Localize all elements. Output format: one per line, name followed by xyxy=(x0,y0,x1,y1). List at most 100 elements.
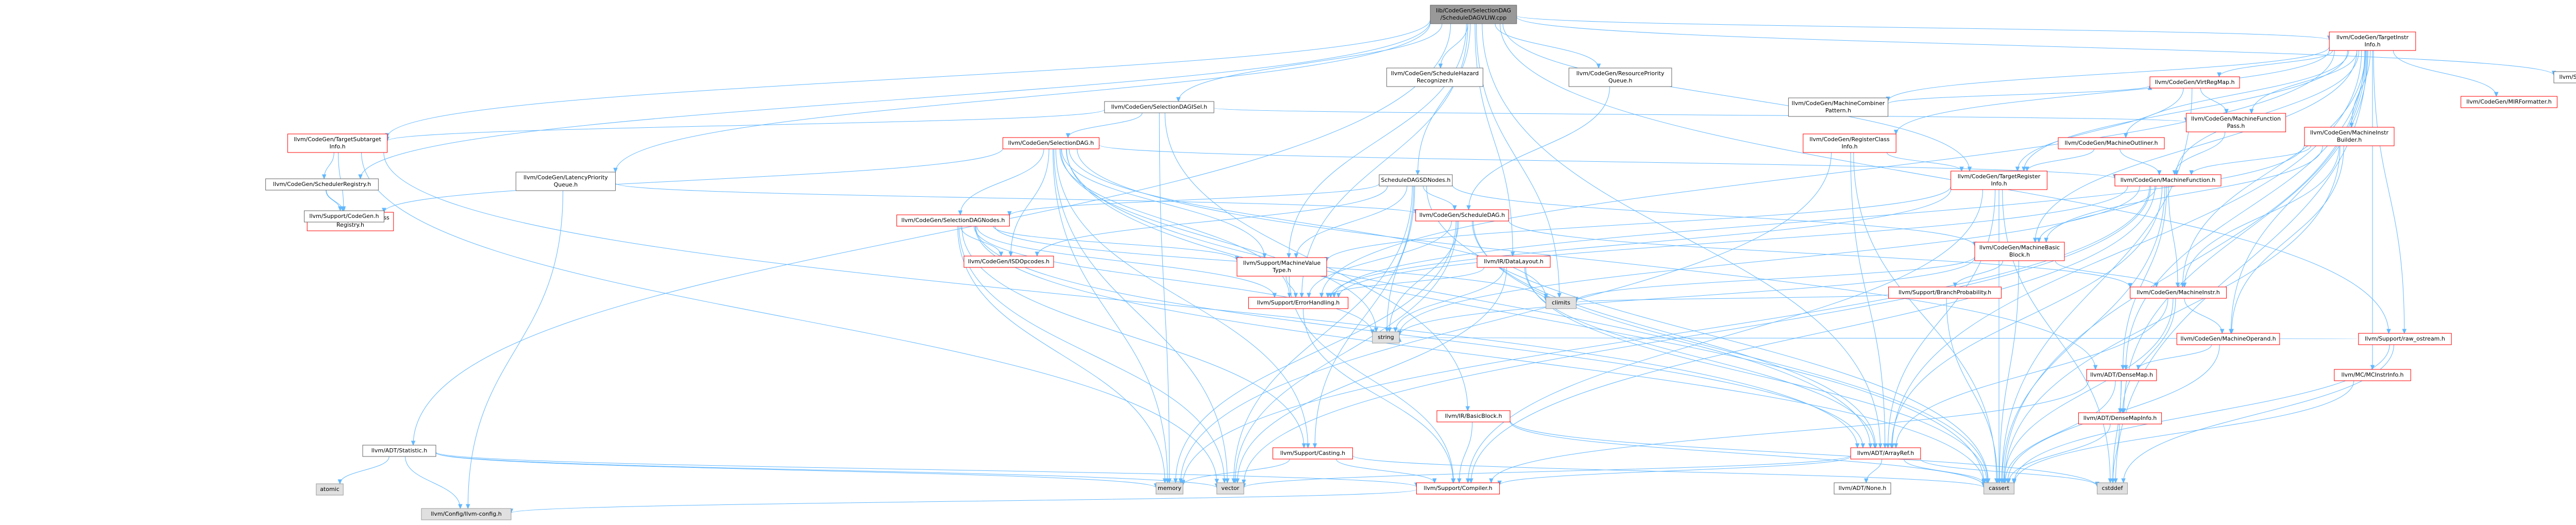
node-err[interactable]: llvm/Support/ErrorHandling.h xyxy=(1248,297,1349,309)
edge-arrowhead xyxy=(1165,478,1170,484)
node-vrm[interactable]: llvm/CodeGen/VirtRegMap.h xyxy=(2149,76,2240,89)
edge-sdag-to-cg xyxy=(382,148,1004,213)
node-debug[interactable]: llvm/Support/Debug.h xyxy=(2553,71,2576,83)
node-box xyxy=(316,483,344,496)
node-schedreg[interactable]: llvm/CodeGen/SchedulerRegistry.h xyxy=(265,178,379,191)
node-densemapinfo[interactable]: llvm/ADT/DenseMapInfo.h xyxy=(2078,412,2162,425)
node-bb[interactable]: llvm/IR/BasicBlock.h xyxy=(1436,410,1511,422)
edge-arrowhead xyxy=(2182,282,2187,288)
edge-mib-to-mo xyxy=(2229,145,2344,334)
node-cstddef[interactable]: cstddef xyxy=(2097,482,2128,495)
node-mi[interactable]: llvm/CodeGen/MachineInstr.h xyxy=(2130,286,2227,299)
node-box xyxy=(2176,333,2280,345)
edge-line xyxy=(1399,337,2359,340)
node-sdagsd[interactable]: ScheduleDAGSDNodes.h xyxy=(1379,174,1453,187)
edge-line xyxy=(1575,256,1975,301)
edge-line xyxy=(1500,23,2389,334)
node-cassert[interactable]: cassert xyxy=(1984,482,2014,495)
node-root[interactable]: lib/CodeGen/SelectionDAG/ScheduleDAGVLIW… xyxy=(1430,5,1517,24)
edge-line xyxy=(1502,23,1970,172)
edge-line xyxy=(1482,23,1881,448)
node-box xyxy=(1888,286,2002,299)
node-llvmcfg[interactable]: llvm/Config/llvm-config.h xyxy=(421,508,512,520)
node-mirf[interactable]: llvm/CodeGen/MIRFormatter.h xyxy=(2461,96,2557,108)
node-sdag[interactable]: llvm/CodeGen/SelectionDAG.h xyxy=(1003,137,1099,149)
edge-line xyxy=(1336,459,1435,483)
edge-mib-to-mi xyxy=(2182,145,2340,288)
edge-arrowhead xyxy=(1299,293,1304,298)
node-label: llvm/CodeGen/MachineFunction.h xyxy=(2121,177,2216,183)
node-bprob[interactable]: llvm/Support/BranchProbability.h xyxy=(1888,286,2002,299)
edge-line xyxy=(1233,185,1413,483)
node-casting[interactable]: llvm/Support/Casting.h xyxy=(1273,447,1353,460)
edge-mout-to-tri xyxy=(2025,148,2095,172)
node-dl[interactable]: llvm/IR/DataLayout.h xyxy=(1477,256,1551,268)
node-box xyxy=(2086,369,2157,381)
edge-tii-to-mcinst xyxy=(2370,50,2375,370)
edge-line xyxy=(1309,221,1452,298)
edge-arrowhead xyxy=(2110,478,2115,484)
node-box xyxy=(2058,137,2165,149)
edge-arrowhead xyxy=(2172,170,2177,176)
node-climits[interactable]: climits xyxy=(1546,297,1577,309)
edge-line xyxy=(2013,380,2354,484)
edge-line xyxy=(2230,50,2368,334)
node-sdisel[interactable]: llvm/CodeGen/SelectionDAGISel.h xyxy=(1104,101,1214,113)
edge-mf-to-mbb xyxy=(2037,185,2157,243)
node-mout[interactable]: llvm/CodeGen/MachineOutliner.h xyxy=(2058,137,2165,149)
edge-line xyxy=(1452,184,1975,246)
node-compiler[interactable]: llvm/Support/Compiler.h xyxy=(1416,482,1500,495)
edge-arrowhead xyxy=(1387,327,1392,333)
node-atomic[interactable]: atomic xyxy=(316,483,344,496)
node-cg[interactable]: llvm/Support/CodeGen.h xyxy=(304,210,384,223)
node-layer: lib/CodeGen/SelectionDAG/ScheduleDAGVLIW… xyxy=(265,5,2576,520)
edge-line xyxy=(1395,267,1504,332)
edge-vrm-to-mfp xyxy=(2200,88,2229,114)
edge-mbb-to-string xyxy=(1397,257,1975,336)
node-string[interactable]: string xyxy=(1372,331,1400,344)
node-mcinst[interactable]: llvm/MC/MCInstrInfo.h xyxy=(2334,369,2411,381)
edge-sdagsd-to-casting xyxy=(1312,185,1414,449)
edge-line xyxy=(974,226,1373,334)
node-sdnodes[interactable]: llvm/CodeGen/SelectionDAGNodes.h xyxy=(896,214,1010,227)
edge-arrowhead xyxy=(613,167,618,173)
edge-compiler-to-llvmcfg xyxy=(509,489,1417,514)
edge-arrowhead xyxy=(1893,129,1899,135)
edge-line xyxy=(387,19,1431,138)
node-box xyxy=(1273,447,1353,460)
edge-root-to-stat xyxy=(411,23,1451,446)
node-mf[interactable]: llvm/CodeGen/MachineFunction.h xyxy=(2114,174,2222,187)
edge-line xyxy=(2184,145,2340,287)
node-memory[interactable]: memory xyxy=(1156,482,1183,495)
node-raw[interactable]: llvm/Support/raw_ostream.h xyxy=(2358,333,2452,345)
node-none[interactable]: llvm/ADT/None.h xyxy=(1834,482,1891,495)
node-isd[interactable]: llvm/CodeGen/ISDOpcodes.h xyxy=(963,256,1054,268)
edge-tri-to-arrayref xyxy=(1886,189,1996,449)
edge-line xyxy=(615,22,1431,173)
node-box xyxy=(515,172,616,191)
edge-line xyxy=(2218,50,2333,77)
node-sched[interactable]: llvm/CodeGen/ScheduleDAG.h xyxy=(1415,209,1509,222)
edge-sdisel-to-mfp xyxy=(1213,108,2189,123)
edge-line xyxy=(2123,344,2394,483)
node-vector[interactable]: vector xyxy=(1216,482,1244,495)
node-stat[interactable]: llvm/ADT/Statistic.h xyxy=(362,445,436,457)
edge-arrowhead xyxy=(2108,478,2113,484)
node-densemap[interactable]: llvm/ADT/DenseMap.h xyxy=(2086,369,2157,381)
node-arrayref[interactable]: llvm/ADT/ArrayRef.h xyxy=(1850,447,1921,460)
edge-line xyxy=(958,226,1225,483)
node-mo[interactable]: llvm/CodeGen/MachineOperand.h xyxy=(2176,333,2280,345)
edge-line xyxy=(1888,189,1996,448)
